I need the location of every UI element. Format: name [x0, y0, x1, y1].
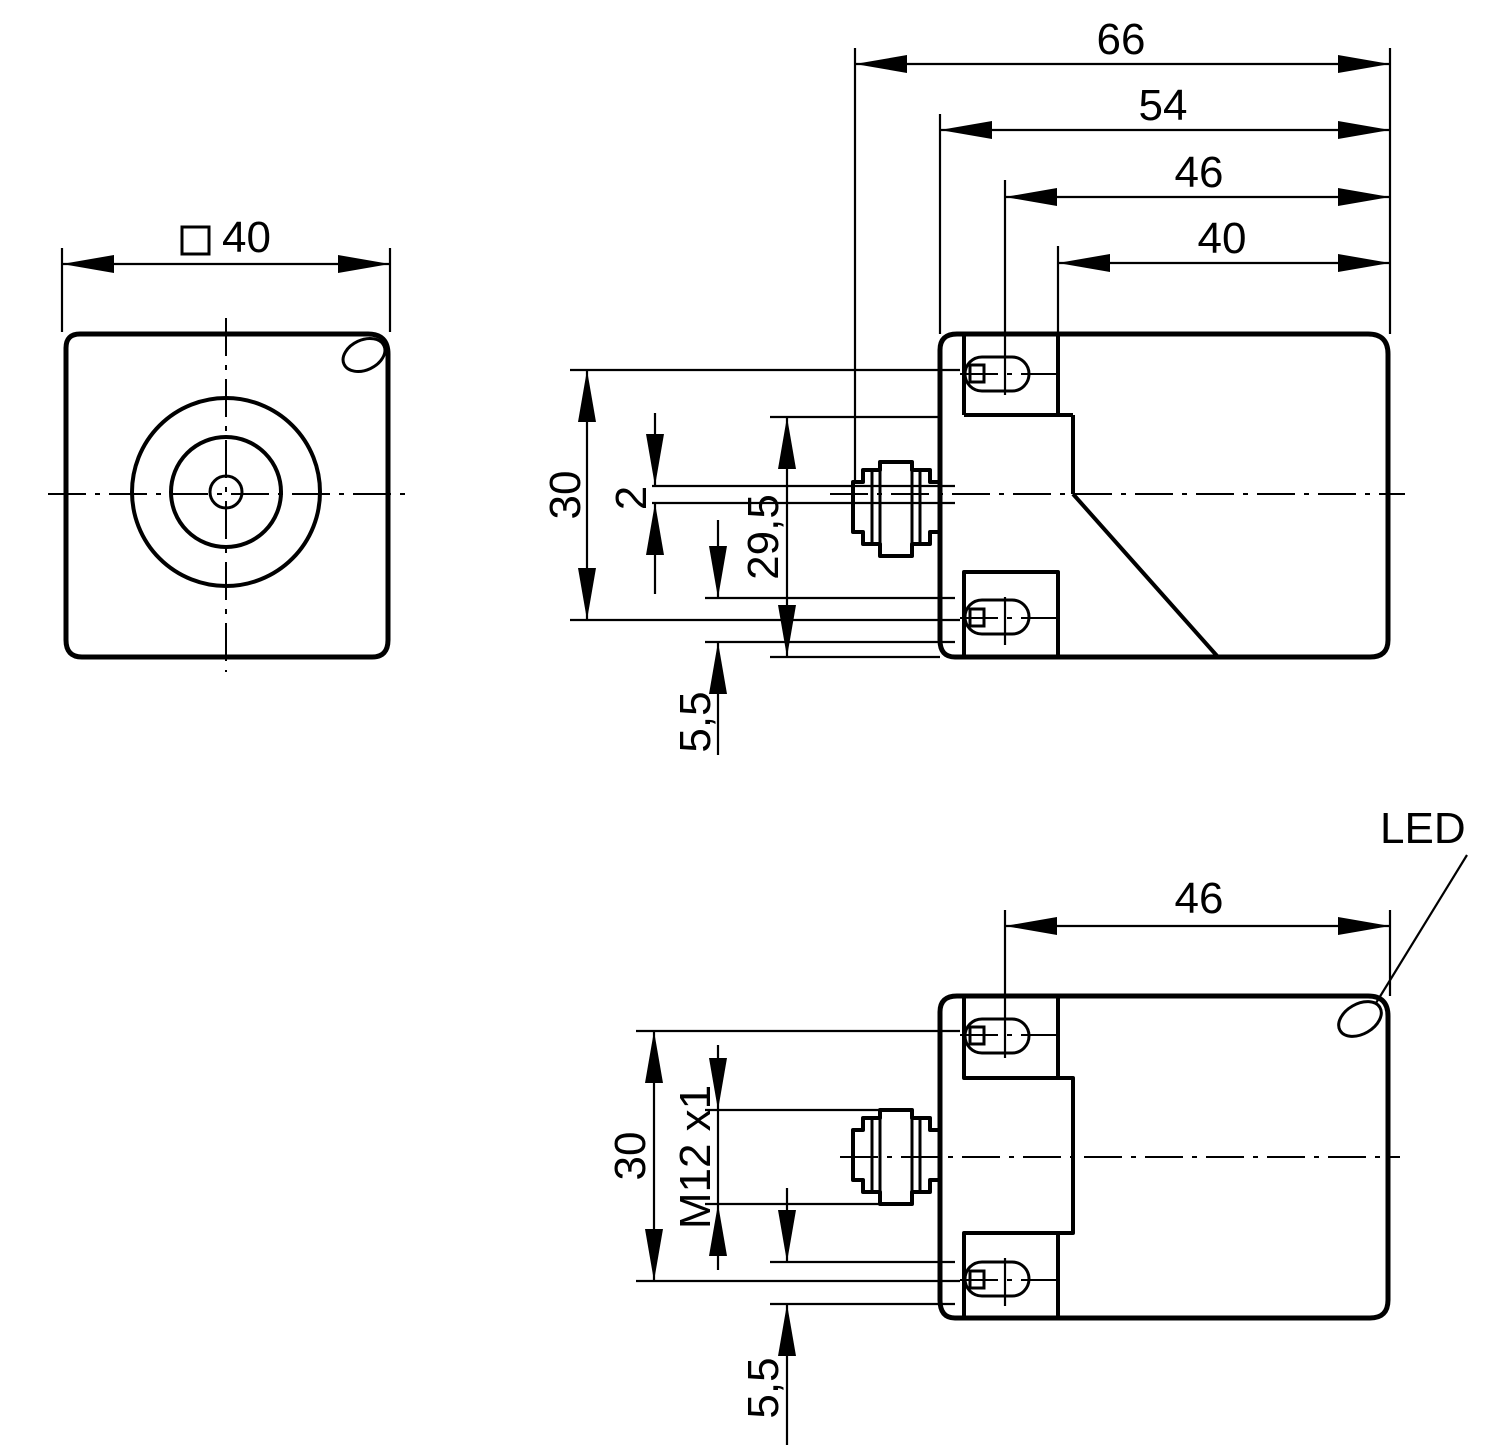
square-symbol-icon	[180, 225, 211, 256]
dim-29-5: 29,5	[739, 494, 788, 580]
inner-ring	[169, 435, 283, 549]
dim-m12: M12 x1	[671, 1085, 720, 1229]
side-view: 66 54 46 40 30 2	[541, 15, 1405, 755]
led-label: LED	[1380, 804, 1466, 853]
led-indicator-front	[341, 337, 387, 373]
dim-54: 54	[1139, 81, 1188, 130]
dim-5-5: 5,5	[671, 691, 720, 752]
dim-40: 40	[1198, 214, 1247, 263]
dim-30: 30	[541, 471, 590, 520]
dim-66: 66	[1097, 15, 1146, 64]
bottom-view: 46 LED 30 M12 x1 5,5	[606, 804, 1468, 1445]
dim-bottom-46: 46	[1175, 874, 1224, 923]
dim-front-square: 40	[222, 213, 271, 262]
dim-2: 2	[607, 486, 656, 510]
front-view: 40	[48, 213, 405, 672]
dim-bottom-30: 30	[606, 1132, 655, 1181]
dim-46: 46	[1175, 148, 1224, 197]
led-indicator-bottom	[1337, 1000, 1383, 1038]
dim-bottom-5-5: 5,5	[739, 1357, 788, 1418]
